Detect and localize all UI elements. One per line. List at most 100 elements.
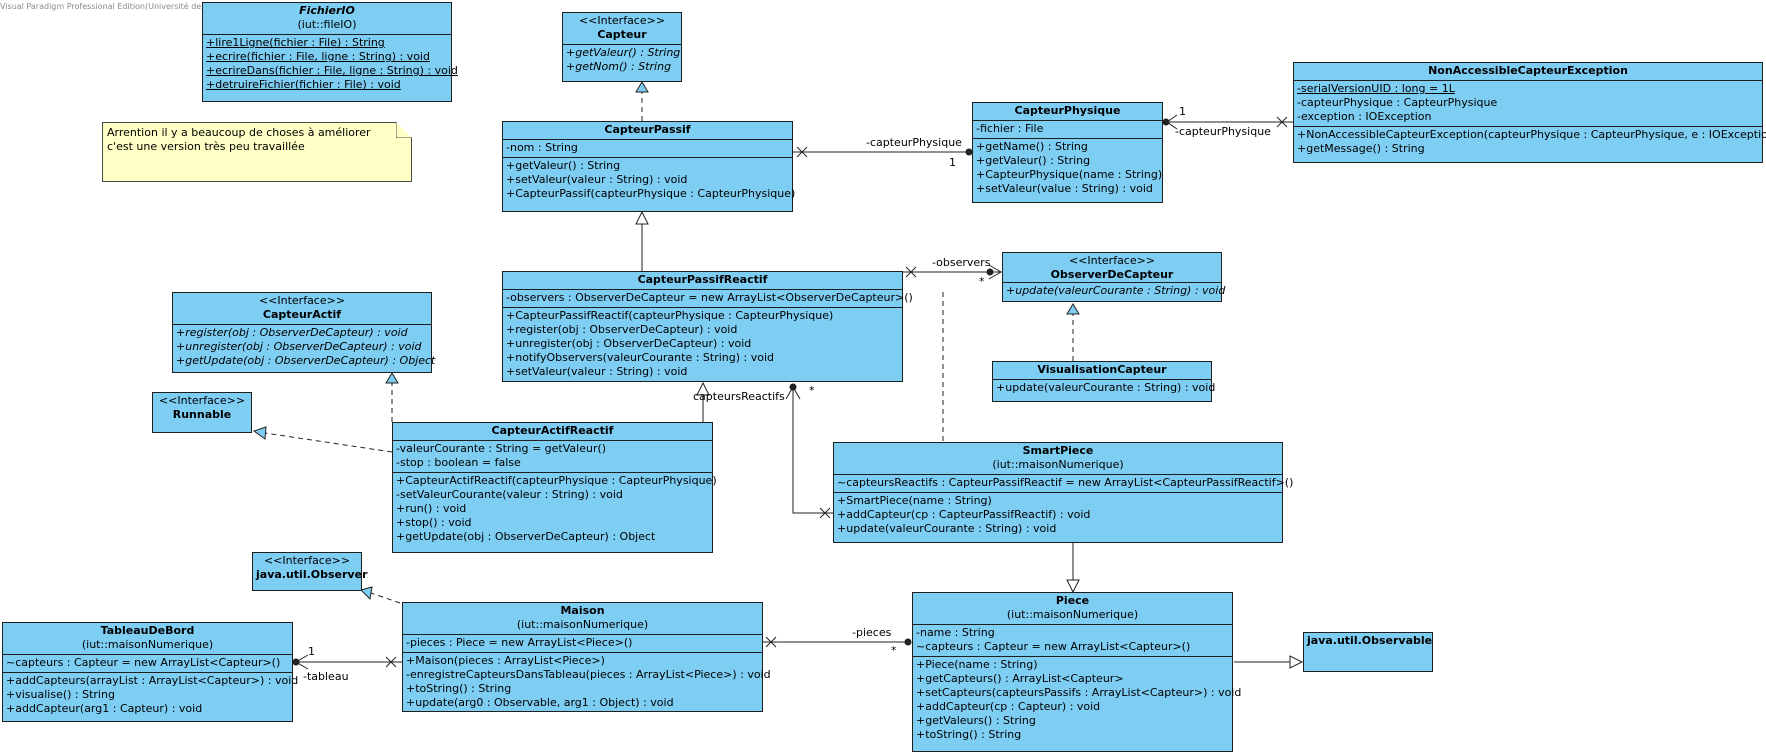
operation: +unregister(obj : ObserverDeCapteur) : v…: [506, 337, 752, 350]
generalization-arrowhead: [635, 210, 649, 225]
operation: +setValeur(valeur : String) : void: [506, 173, 688, 186]
attribute: ~capteursReactifs : CapteurPassifReactif…: [837, 476, 1294, 489]
class-name: CapteurPassif: [604, 123, 691, 136]
attributes-compartment: -fichier : File: [973, 120, 1162, 138]
operations-compartment: +Piece(name : String) +getCapteurs() : A…: [913, 656, 1241, 744]
class-name: Piece: [1055, 594, 1090, 607]
stereotype: <<Interface>>: [258, 294, 346, 307]
operation: +CapteurPassifReactif(capteurPhysique : …: [506, 309, 834, 322]
operation: +notifyObservers(valeurCourante : String…: [506, 351, 775, 364]
realization-arrowhead: [360, 586, 373, 601]
operation: +register(obj : ObserverDeCapteur) : voi…: [176, 326, 408, 339]
watermark: Visual Paradigm Professional Edition(Uni…: [0, 2, 297, 11]
operations-compartment: +CapteurPassifReactif(capteurPhysique : …: [503, 307, 902, 381]
operation: +getValeurs() : String: [916, 714, 1036, 727]
operation: +getUpdate(obj : ObserverDeCapteur) : Ob…: [176, 354, 436, 367]
operation: +setValeur(value : String) : void: [976, 182, 1153, 195]
class-name: Runnable: [172, 408, 232, 421]
class-tableaudebord[interactable]: TableauDeBord(iut::maisonNumerique) ~cap…: [2, 622, 299, 722]
operation: +Maison(pieces : ArrayList<Piece>): [406, 654, 605, 667]
class-capteuractifreactif[interactable]: CapteurActifReactif -valeurCourante : St…: [392, 422, 717, 553]
role-label: -tableau: [303, 670, 349, 683]
attribute: -nom : String: [506, 141, 578, 154]
attribute: -stop : boolean = false: [396, 456, 521, 469]
class-name: NonAccessibleCapteurException: [1428, 64, 1628, 77]
class-package: (iut::maisonNumerique): [1006, 608, 1139, 621]
attribute: -valeurCourante : String = getValeur(): [396, 442, 607, 455]
operation: +addCapteur(cp : Capteur) : void: [916, 700, 1101, 713]
operation: +update(arg0 : Observable, arg1 : Object…: [406, 696, 674, 709]
stereotype: <<Interface>>: [578, 14, 666, 27]
operation: +run() : void: [396, 502, 467, 515]
note-text: Arrention il y a beaucoup de choses à am…: [107, 126, 371, 153]
operation: +getValeur() : String: [506, 159, 621, 172]
attributes-compartment: -name : String ~capteurs : Capteur = new…: [913, 624, 1232, 656]
attributes-compartment: -nom : String: [503, 139, 792, 157]
attributes-compartment: -serialVersionUID : long = 1L -capteurPh…: [1294, 80, 1762, 126]
operation: +getName() : String: [976, 140, 1088, 153]
operations-compartment: +addCapteurs(arrayList : ArrayList<Capte…: [3, 672, 299, 718]
class-java-util-observable[interactable]: java.util.Observable: [1303, 632, 1433, 672]
attribute: -serialVersionUID : long = 1L: [1297, 82, 1455, 95]
class-maison[interactable]: Maison(iut::maisonNumerique) -pieces : P…: [402, 602, 771, 712]
class-capteurphysique[interactable]: CapteurPhysique -fichier : File +getName…: [972, 102, 1163, 203]
operations-compartment: +update(valeurCourante : String) : void: [993, 379, 1216, 397]
class-name: CapteurPassifReactif: [637, 273, 768, 286]
realization-arrowhead: [385, 372, 399, 384]
class-visualisationcapteur[interactable]: VisualisationCapteur +update(valeurCoura…: [992, 361, 1216, 402]
realization-maison-observer: [370, 592, 401, 604]
attribute: -fichier : File: [976, 122, 1044, 135]
operation: +getValeur() : String: [976, 154, 1091, 167]
attributes-compartment: -valeurCourante : String = getValeur() -…: [393, 440, 712, 472]
multiplicity-label: 1: [308, 645, 315, 658]
operation: +stop() : void: [396, 516, 472, 529]
class-runnable[interactable]: <<Interface>>Runnable: [152, 392, 252, 433]
class-capteurpassifreactif[interactable]: CapteurPassifReactif -observers : Observ…: [502, 271, 913, 382]
class-smartpiece[interactable]: SmartPiece(iut::maisonNumerique) ~capteu…: [833, 442, 1294, 543]
stereotype: <<Interface>>: [263, 554, 351, 567]
attributes-compartment: -observers : ObserverDeCapteur = new Arr…: [503, 289, 913, 307]
operation: +lire1Ligne(fichier : File) : String: [206, 36, 385, 49]
attributes-compartment: ~capteursReactifs : CapteurPassifReactif…: [834, 474, 1294, 492]
operations-compartment: +NonAccessibleCapteurException(capteurPh…: [1294, 126, 1766, 158]
operation: +CapteurPassif(capteurPhysique : Capteur…: [506, 187, 796, 200]
operation: +setValeur(valeur : String) : void: [506, 365, 688, 378]
generalization-arrowhead: [696, 381, 710, 396]
operation: +ecrireDans(fichier : File, ligne : Stri…: [206, 64, 458, 77]
operation: +addCapteurs(arrayList : ArrayList<Capte…: [6, 674, 299, 687]
operation: -setValeurCourante(valeur : String) : vo…: [396, 488, 623, 501]
multiplicity-label: *: [809, 384, 815, 397]
attribute: -observers : ObserverDeCapteur = new Arr…: [506, 291, 913, 304]
attributes-compartment: -pieces : Piece = new ArrayList<Piece>(): [403, 634, 762, 652]
operation: +ecrire(fichier : File, ligne : String) …: [206, 50, 430, 63]
class-name: TableauDeBord: [100, 624, 195, 637]
class-piece[interactable]: Piece(iut::maisonNumerique) -name : Stri…: [912, 592, 1241, 752]
operation: +update(valeurCourante : String) : void: [996, 381, 1216, 394]
class-nonaccessiblecapteurexception[interactable]: NonAccessibleCapteurException -serialVer…: [1293, 62, 1766, 163]
class-fichierio[interactable]: FichierIO(iut::fileIO) +lire1Ligne(fichi…: [202, 2, 458, 102]
role-label: capteursReactifs: [693, 390, 785, 403]
role-label: -capteurPhysique: [1175, 125, 1271, 138]
operation: +getCapteurs() : ArrayList<Capteur>: [916, 672, 1124, 685]
role-label: -pieces: [852, 626, 892, 639]
operation: +CapteurActifReactif(capteurPhysique : C…: [396, 474, 717, 487]
attribute: -capteurPhysique : CapteurPhysique: [1297, 96, 1498, 109]
operations-compartment: +CapteurActifReactif(capteurPhysique : C…: [393, 472, 717, 546]
class-name: Capteur: [597, 28, 647, 41]
class-name: java.util.Observer: [256, 568, 368, 581]
operations-compartment: +lire1Ligne(fichier : File) : String +ec…: [203, 34, 458, 93]
operations-compartment: +register(obj : ObserverDeCapteur) : voi…: [173, 324, 436, 370]
realization-arrowhead: [252, 426, 267, 440]
role-label: -observers: [932, 256, 991, 269]
class-capteurpassif[interactable]: CapteurPassif -nom : String +getValeur()…: [502, 121, 796, 212]
operations-compartment: +getValeur() : String +getNom() : String: [563, 44, 681, 76]
class-capteuractif[interactable]: <<Interface>>CapteurActif +register(obj …: [172, 292, 436, 373]
class-java-util-observer[interactable]: <<Interface>>java.util.Observer: [252, 552, 368, 591]
stereotype: <<Interface>>: [158, 394, 246, 407]
operation: +CapteurPhysique(name : String): [976, 168, 1163, 181]
operations-compartment: +Maison(pieces : ArrayList<Piece>) -enre…: [403, 652, 771, 712]
class-capteur[interactable]: <<Interface>>Capteur +getValeur() : Stri…: [562, 12, 682, 82]
operation: +detruireFichier(fichier : File) : void: [206, 78, 401, 91]
class-observerdecapteur[interactable]: <<Interface>>ObserverDeCapteur +update(v…: [1002, 252, 1225, 302]
